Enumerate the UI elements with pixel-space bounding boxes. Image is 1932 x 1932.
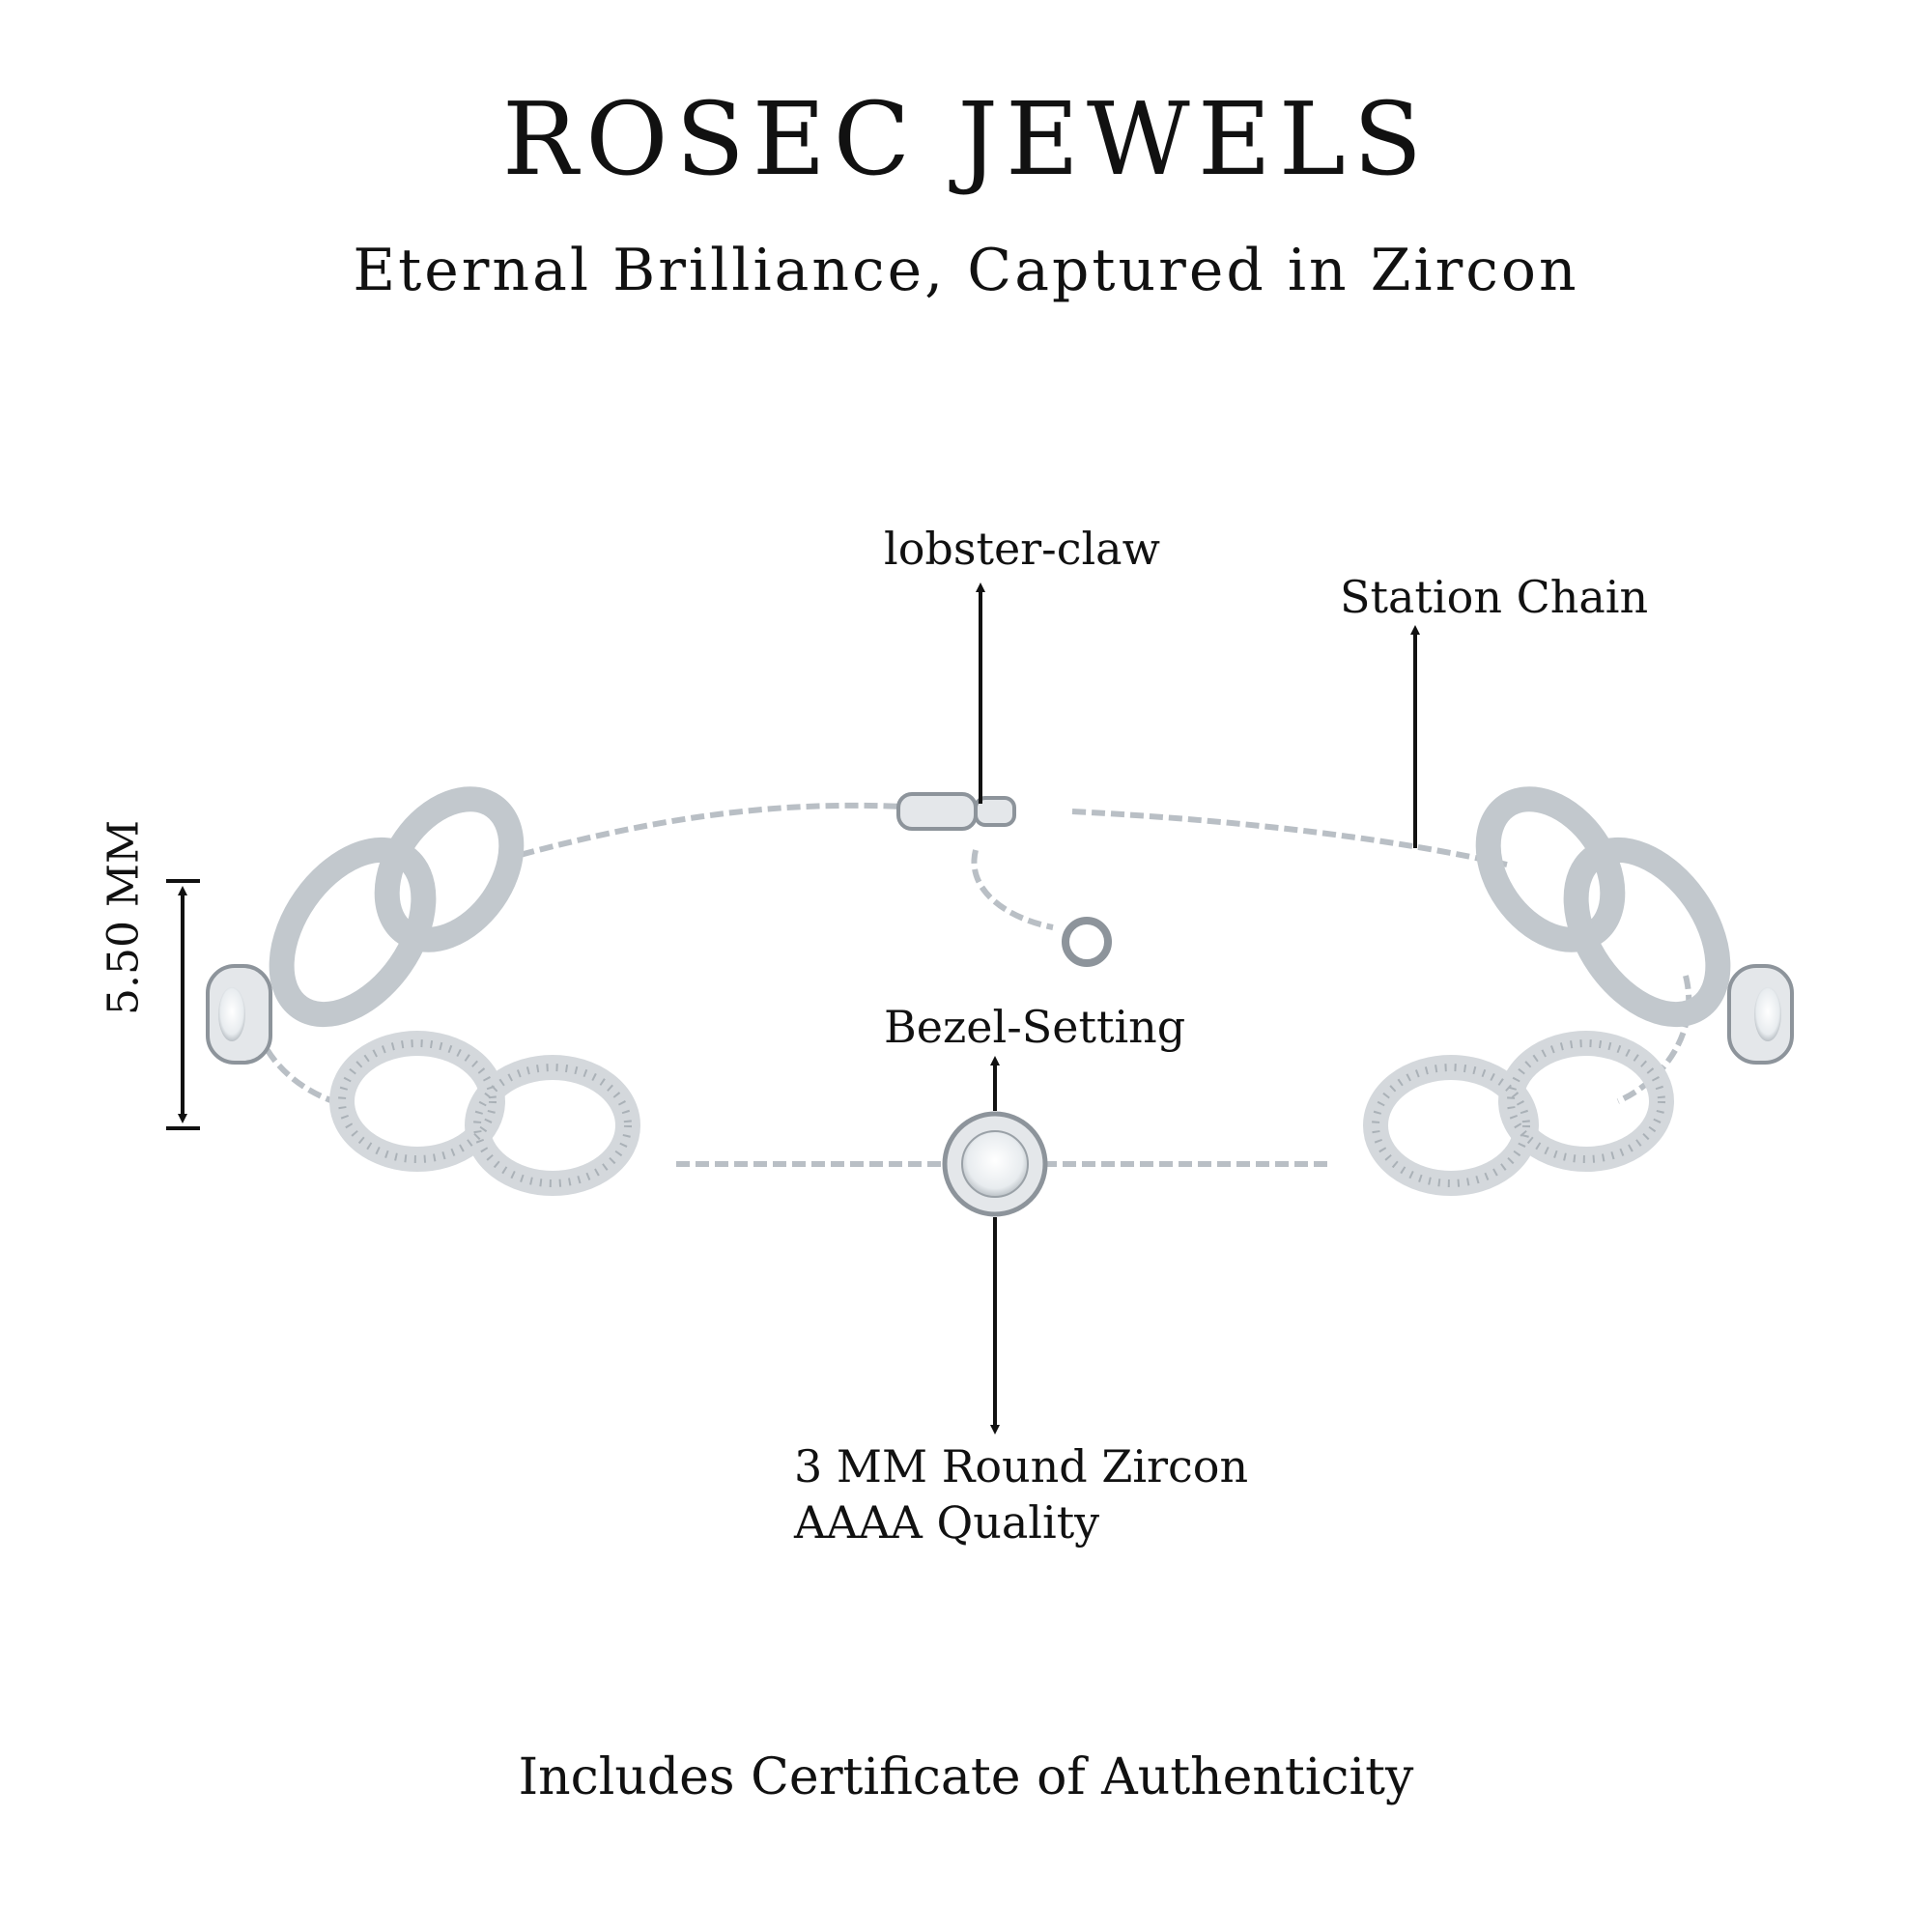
- infinity-link-upper-right: [1475, 786, 1731, 1028]
- callout-arrows: [976, 582, 1420, 1435]
- certificate-note: Includes Certificate of Authenticity: [518, 1748, 1414, 1806]
- side-bezel-left: [206, 964, 272, 1065]
- callout-zircon-quality: AAAA Quality: [794, 1495, 1100, 1548]
- callout-zircon: 3 MM Round Zircon AAAA Quality: [794, 1439, 1248, 1550]
- infinity-link-lower-left: [329, 1031, 640, 1196]
- infinity-link-upper-left: [269, 786, 525, 1028]
- brand-title: ROSEC JEWELS: [501, 80, 1431, 198]
- center-bezel-stone: [942, 1111, 1048, 1217]
- callout-station-chain: Station Chain: [1340, 571, 1649, 623]
- infinity-link-lower-right: [1363, 1031, 1674, 1196]
- dimension-marker: [166, 879, 200, 1130]
- callout-lobster-claw: lobster-claw: [884, 523, 1160, 575]
- station-chain: [249, 802, 1692, 1167]
- callout-zircon-size: 3 MM Round Zircon: [794, 1440, 1249, 1492]
- tagline: Eternal Brilliance, Captured in Zircon: [353, 237, 1579, 304]
- callout-bezel-setting: Bezel-Setting: [884, 1001, 1186, 1053]
- side-bezel-right: [1727, 964, 1794, 1065]
- lobster-clasp: [896, 792, 1112, 967]
- dimension-label: 5.50 MM: [99, 819, 149, 1016]
